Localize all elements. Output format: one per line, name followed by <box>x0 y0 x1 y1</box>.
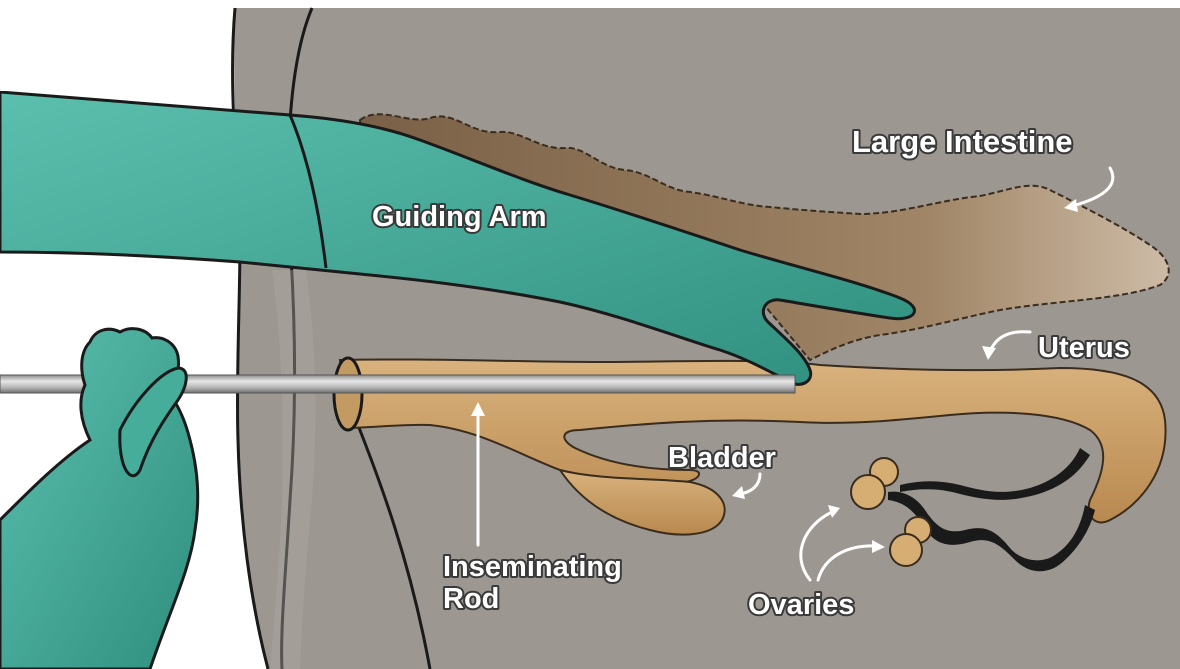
bladder-label: Bladder <box>668 442 776 474</box>
guiding-arm-label: Guiding Arm <box>372 201 547 233</box>
vaginal-opening <box>334 358 362 430</box>
uterus-label: Uterus <box>1038 332 1130 364</box>
large-intestine-label: Large Intestine <box>852 124 1073 159</box>
ovaries-label: Ovaries <box>748 589 854 621</box>
inseminating-rod-label-line1: Inseminating <box>443 551 622 583</box>
inseminating-rod-label-line2: Rod <box>443 583 499 615</box>
